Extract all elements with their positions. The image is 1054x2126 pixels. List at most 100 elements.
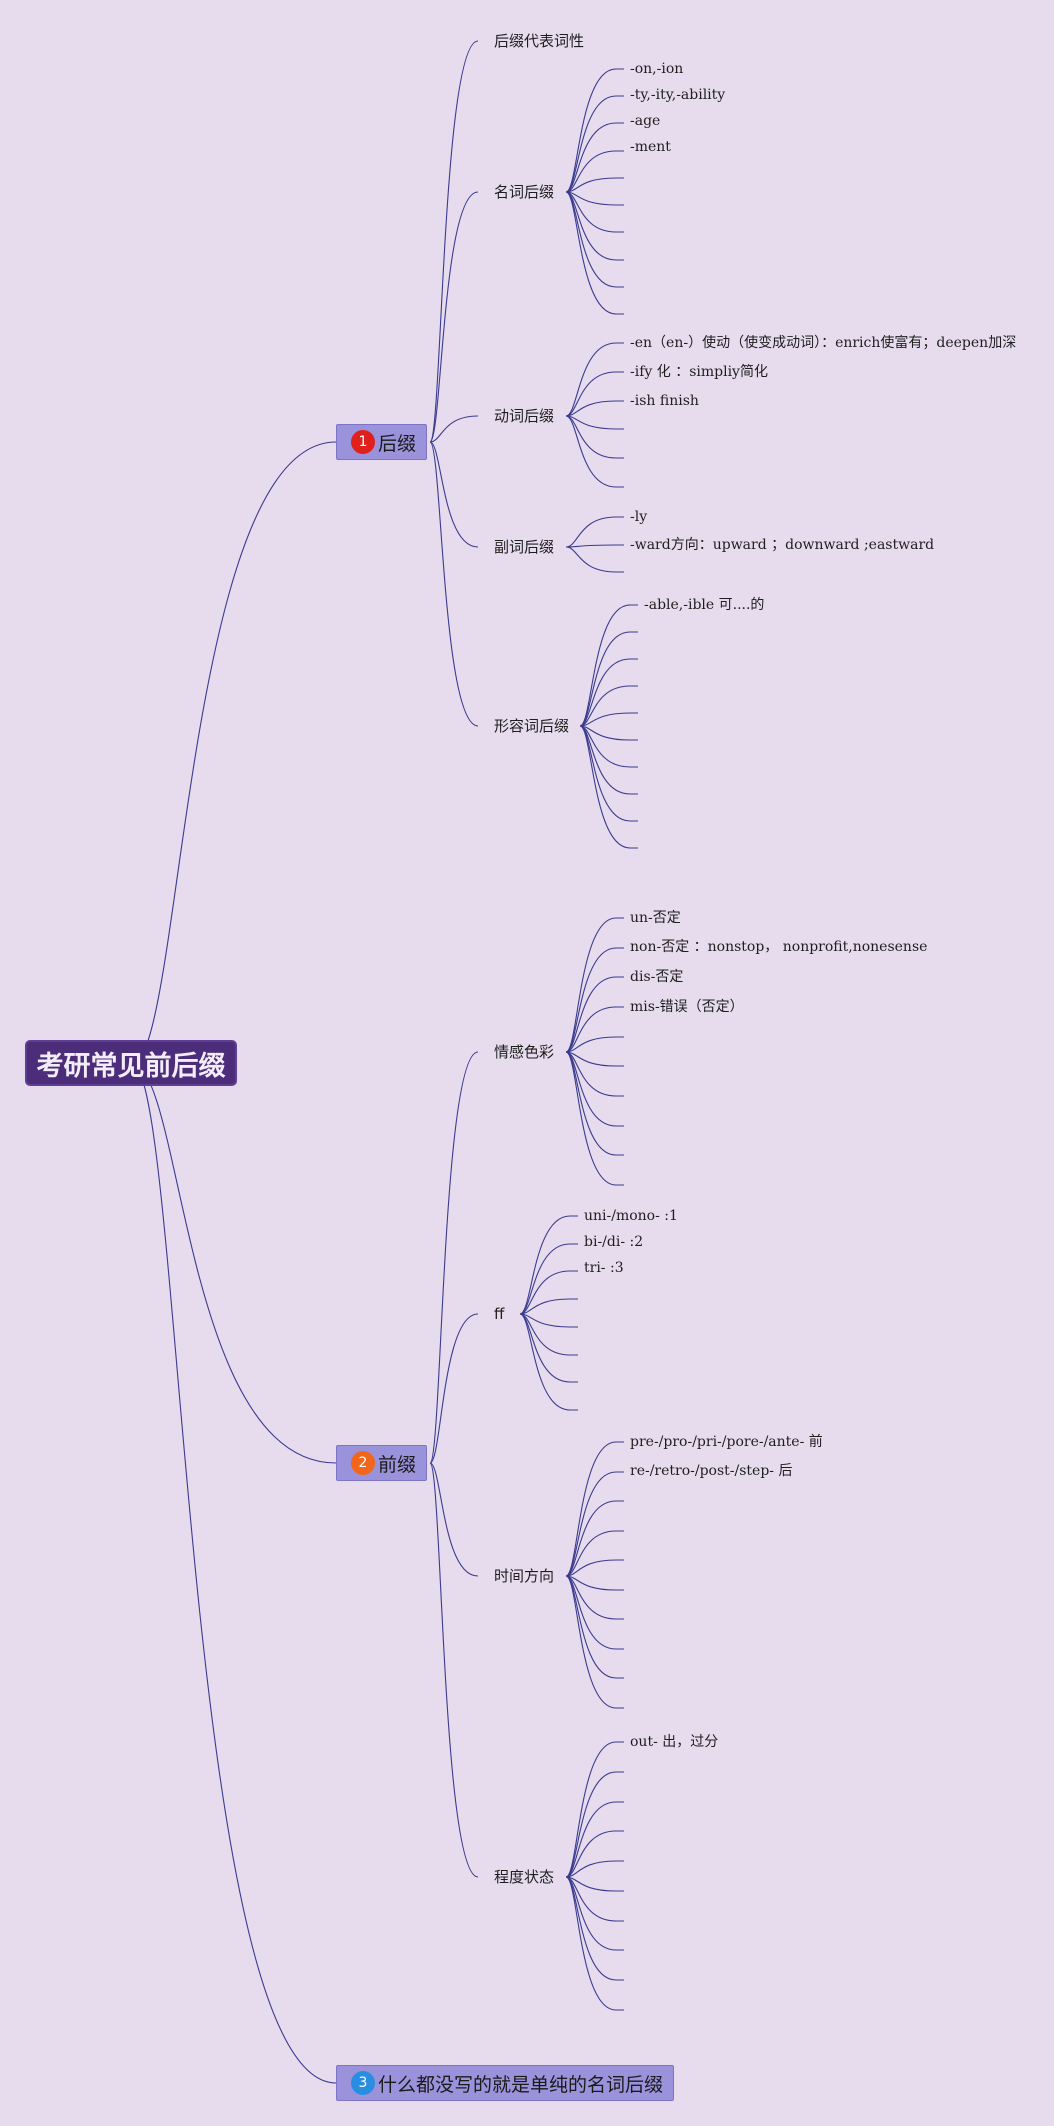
connector-leaf-0-8 xyxy=(565,191,617,288)
subtopic-ff[interactable]: ff xyxy=(494,1305,505,1323)
leaf-verb-suffix-2[interactable]: -ify 化 ：simpliy简化 xyxy=(630,364,768,380)
connector-leaf-0-3 xyxy=(565,150,617,193)
leaf-ff-2[interactable]: bi-/di- :2 xyxy=(584,1234,644,1250)
number-badge-3: 3 xyxy=(351,2071,375,2095)
leaf-ff-3[interactable]: tri- :3 xyxy=(584,1260,624,1276)
root-topic[interactable]: 考研常见前后缀 xyxy=(25,1040,237,1086)
connector-leaf-5-0 xyxy=(519,1215,571,1315)
leaf-time-direction-2[interactable]: re-/retro-/post-/step- 后 xyxy=(630,1463,793,1479)
leaf-emotion-2[interactable]: non-否定 ：nonstop， nonprofit,nonesense xyxy=(630,939,928,955)
leaf-ff-1[interactable]: uni-/mono- :1 xyxy=(584,1208,678,1224)
connector-leaf-6-0 xyxy=(565,1441,617,1577)
connector-leaf-0-6 xyxy=(565,191,617,233)
connector-leaf-5-5 xyxy=(519,1313,571,1356)
connector-leaf-7-9 xyxy=(565,1876,617,2011)
leaf-noun-suffix-1[interactable]: -on,-ion xyxy=(630,61,684,77)
subtopic-adverb-suffix[interactable]: 副词后缀 xyxy=(494,538,555,556)
connector-suffix-sub-1 xyxy=(429,191,479,443)
connector-leaf-5-7 xyxy=(519,1313,571,1411)
connector-leaf-6-8 xyxy=(565,1575,617,1679)
leaf-time-direction-1[interactable]: pre-/pro-/pri-/pore-/ante- 前 xyxy=(630,1434,823,1450)
subtopic-time-direction[interactable]: 时间方向 xyxy=(494,1567,555,1585)
connector-suffix-sub-2 xyxy=(429,415,479,443)
subtopic-suffix-pos[interactable]: 后缀代表词性 xyxy=(494,32,585,50)
connector-prefix-sub-1 xyxy=(429,1313,479,1464)
subtopic-adjective-suffix[interactable]: 形容词后缀 xyxy=(494,717,570,735)
connector-leaf-4-0 xyxy=(565,917,617,1053)
connector-leaf-1-5 xyxy=(565,415,617,488)
connector-leaf-7-6 xyxy=(565,1876,617,1922)
connector-leaf-4-9 xyxy=(565,1051,617,1186)
main-topic-prefix[interactable]: 2 前缀 xyxy=(336,1445,428,1481)
subtopic-verb-suffix[interactable]: 动词后缀 xyxy=(494,407,555,425)
connector-leaf-5-1 xyxy=(519,1243,571,1315)
connector-suffix-sub-3 xyxy=(429,441,479,548)
connector-leaf-7-4 xyxy=(565,1860,617,1878)
connector-leaf-3-9 xyxy=(579,725,631,849)
subtopic-emotion[interactable]: 情感色彩 xyxy=(494,1043,555,1061)
connector-leaf-6-3 xyxy=(565,1530,617,1577)
connector-leaf-3-3 xyxy=(579,685,631,727)
leaf-degree-state-1[interactable]: out- 出，过分 xyxy=(630,1734,719,1750)
connector-root-suffix xyxy=(131,441,337,1065)
connector-leaf-6-4 xyxy=(565,1559,617,1577)
connector-leaf-2-2 xyxy=(565,546,617,573)
leaf-emotion-1[interactable]: un-否定 xyxy=(630,910,681,926)
connector-leaf-0-1 xyxy=(565,95,617,193)
connector-prefix-sub-0 xyxy=(429,1051,479,1464)
connector-leaf-0-2 xyxy=(565,122,617,193)
subtopic-noun-suffix[interactable]: 名词后缀 xyxy=(494,183,555,201)
connector-prefix-sub-3 xyxy=(429,1462,479,1878)
connector-leaf-3-7 xyxy=(579,725,631,795)
connector-leaf-3-0 xyxy=(579,604,631,727)
connector-root-noun-note xyxy=(131,1063,337,2084)
leaf-adverb-suffix-2[interactable]: -ward方向：upward ；downward ;eastward xyxy=(630,537,935,553)
connector-leaf-7-0 xyxy=(565,1741,617,1878)
number-badge-1: 1 xyxy=(351,430,375,454)
connector-leaf-4-2 xyxy=(565,976,617,1053)
main-topic-suffix[interactable]: 1 后缀 xyxy=(336,424,428,460)
connector-leaf-4-1 xyxy=(565,947,617,1053)
connector-leaf-1-2 xyxy=(565,400,617,417)
leaf-adverb-suffix-1[interactable]: -ly xyxy=(630,509,648,525)
main-topic-label: 后缀 xyxy=(378,432,417,455)
connector-leaf-3-6 xyxy=(579,725,631,768)
leaf-emotion-4[interactable]: mis-错误（否定） xyxy=(630,999,744,1015)
connector-leaf-4-8 xyxy=(565,1051,617,1156)
leaf-verb-suffix-3[interactable]: -ish finish xyxy=(630,393,699,409)
main-topic-label: 前缀 xyxy=(378,1453,417,1476)
connector-leaf-6-2 xyxy=(565,1500,617,1577)
number-badge-2: 2 xyxy=(351,1451,375,1475)
leaf-emotion-3[interactable]: dis-否定 xyxy=(630,969,684,985)
connector-leaf-6-6 xyxy=(565,1575,617,1620)
leaf-adjective-suffix-1[interactable]: -able,-ible 可....的 xyxy=(644,597,765,613)
main-topic-noun-suffix-note[interactable]: 3 什么都没写的就是单纯的名词后缀 xyxy=(336,2065,675,2101)
connector-prefix-sub-2 xyxy=(429,1462,479,1577)
leaf-noun-suffix-3[interactable]: -age xyxy=(630,113,661,129)
connector-leaf-1-0 xyxy=(565,342,617,417)
connector-leaf-2-1 xyxy=(565,544,617,548)
connector-leaf-1-4 xyxy=(565,415,617,459)
leaf-noun-suffix-2[interactable]: -ty,-ity,-ability xyxy=(630,87,726,103)
leaf-verb-suffix-1[interactable]: -en（en-）使动（使变成动词）：enrich使富有；deepen加深 xyxy=(630,335,1017,351)
subtopic-degree-state[interactable]: 程度状态 xyxy=(494,1868,555,1886)
connector-leaf-3-2 xyxy=(579,658,631,727)
connector-leaf-0-0 xyxy=(565,68,617,193)
connector-leaf-7-3 xyxy=(565,1830,617,1878)
connector-leaf-7-1 xyxy=(565,1771,617,1878)
connector-leaf-5-3 xyxy=(519,1298,571,1315)
connector-leaf-4-4 xyxy=(565,1036,617,1053)
connector-leaf-3-1 xyxy=(579,631,631,727)
connector-suffix-sub-4 xyxy=(429,441,479,727)
main-topic-label: 什么都没写的就是单纯的名词后缀 xyxy=(378,2073,664,2096)
connector-leaf-7-2 xyxy=(565,1801,617,1878)
connector-leaf-4-6 xyxy=(565,1051,617,1097)
connector-leaf-6-9 xyxy=(565,1575,617,1709)
connector-leaf-0-9 xyxy=(565,191,617,315)
connector-leaf-2-0 xyxy=(565,516,617,548)
leaf-noun-suffix-4[interactable]: -ment xyxy=(630,139,671,155)
connector-leaf-5-2 xyxy=(519,1270,571,1315)
connector-leaf-6-1 xyxy=(565,1471,617,1577)
connector-leaf-4-3 xyxy=(565,1006,617,1053)
